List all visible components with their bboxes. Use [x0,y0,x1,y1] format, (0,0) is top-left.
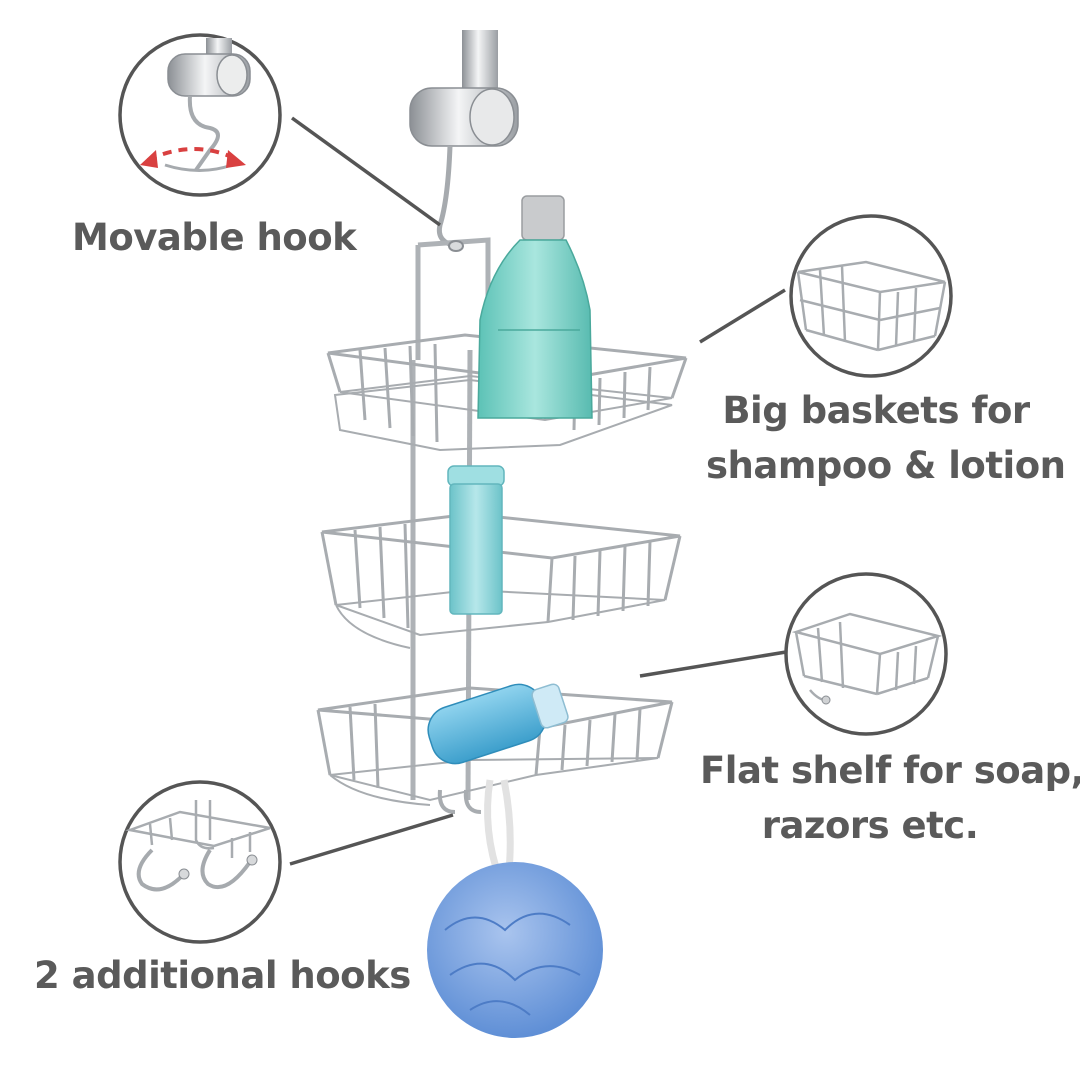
shampoo-bottle [477,195,593,419]
label-big-baskets: Big baskets for shampoo & lotion [706,383,1066,493]
label-movable-hook: Movable hook [72,210,357,265]
bath-sponge [427,862,603,1038]
label-flat-shelf: Flat shelf for soap, razors etc. [700,743,1080,853]
soap-bottle [427,683,569,765]
detail-circle-additional-hooks [118,780,282,944]
label-flat-shelf-line-1: Flat shelf for soap, [700,749,1080,792]
label-movable-hook-text: Movable hook [72,216,357,259]
middle-basket [320,512,682,649]
shower-rod-clamp [409,30,519,249]
label-flat-shelf-line-2: razors etc. [761,804,979,847]
label-additional-hooks: 2 additional hooks [34,948,411,1003]
label-additional-hooks-text: 2 additional hooks [34,954,411,997]
detail-circle-baskets [789,214,953,378]
lotion-tube [447,465,505,615]
detail-circle-flat-shelf [784,572,948,736]
lower-hooks [437,789,482,814]
label-big-baskets-line-2: shampoo & lotion [706,444,1066,487]
detail-circle-movable-hook [118,33,282,197]
label-big-baskets-line-1: Big baskets for [722,389,1030,432]
callout-lines [289,116,787,866]
